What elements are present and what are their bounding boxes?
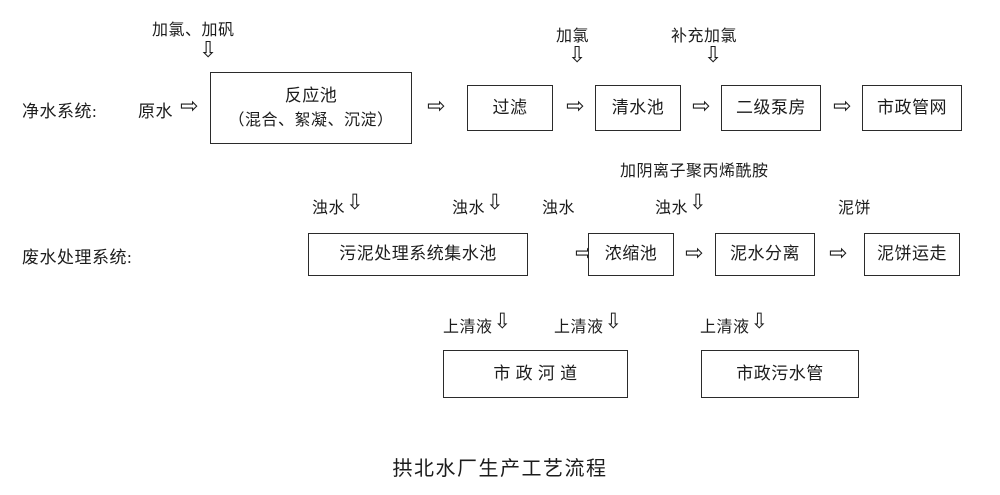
- node-sludge-water-separation-label: 泥水分离: [730, 244, 800, 264]
- node-filtration-label: 过滤: [492, 97, 528, 117]
- dose-label-anionic-polyacrylamide: 加阴离子聚丙烯酰胺: [620, 163, 769, 180]
- stream-label-supernatant-2: 上清液 ⇩: [554, 309, 623, 337]
- arrow-right-icon-thickening-to-separation: ⇨: [685, 241, 704, 266]
- node-secondary-pump-house-label: 二级泵房: [736, 97, 806, 117]
- node-reaction-tank-line2: （混合、絮凝、沉淀）: [228, 111, 394, 129]
- stream-label-turbid-water-1: 浊水 ⇩: [312, 190, 365, 218]
- stream-label-turbid-water-4-text: 浊水: [655, 200, 689, 217]
- stream-label-turbid-water-4: 浊水 ⇩: [655, 190, 708, 218]
- arrow-down-icon-turbid-water-1: ⇩: [346, 190, 365, 214]
- diagram-title: 拱北水厂生产工艺流程: [392, 458, 608, 480]
- stream-label-supernatant-3-text: 上清液: [700, 319, 750, 336]
- node-municipal-sewer-label: 市政污水管: [736, 363, 824, 383]
- stream-label-turbid-water-3: 浊水: [542, 200, 576, 217]
- arrow-down-icon-chlorine: ⇩: [568, 43, 587, 68]
- stream-label-turbid-water-2: 浊水 ⇩: [452, 190, 505, 218]
- arrow-down-icon-supernatant-1: ⇩: [493, 309, 512, 333]
- node-clear-water-tank-label: 清水池: [611, 97, 665, 117]
- row-label-waste-water-system: 废水处理系统:: [22, 248, 133, 267]
- arrow-right-icon-pump-to-network: ⇨: [833, 94, 852, 119]
- node-mud-cake-transport[interactable]: 泥饼运走: [864, 233, 960, 276]
- arrow-right-icon-reaction-to-filtration: ⇨: [427, 94, 446, 119]
- arrow-right-icon-separation-to-transport: ⇨: [829, 241, 848, 266]
- arrow-right-icon-raw-water: ⇨: [180, 94, 199, 119]
- node-municipal-river[interactable]: 市 政 河 道: [443, 350, 628, 398]
- stream-label-supernatant-3: 上清液 ⇩: [700, 309, 769, 337]
- dose-label-chlorine-alum: 加氯、加矾: [152, 22, 235, 39]
- node-secondary-pump-house[interactable]: 二级泵房: [721, 85, 821, 131]
- node-sludge-collection-tank-label: 污泥处理系统集水池: [339, 244, 497, 264]
- node-municipal-pipe-network[interactable]: 市政管网: [862, 85, 962, 131]
- input-label-raw-water: 原水: [138, 102, 173, 121]
- node-reaction-tank[interactable]: 反应池 （混合、絮凝、沉淀）: [210, 72, 412, 144]
- node-sludge-water-separation[interactable]: 泥水分离: [715, 233, 815, 276]
- node-sludge-collection-tank[interactable]: 污泥处理系统集水池: [308, 233, 528, 276]
- arrow-right-icon-clear-water-to-pump: ⇨: [692, 94, 711, 119]
- arrow-down-icon-turbid-water-2: ⇩: [486, 190, 505, 214]
- stream-label-supernatant-2-text: 上清液: [554, 319, 604, 336]
- node-thickening-tank[interactable]: 浓缩池: [588, 233, 674, 276]
- arrow-down-icon-supplemental-chlorine: ⇩: [704, 43, 723, 68]
- node-municipal-sewer[interactable]: 市政污水管: [701, 350, 859, 398]
- node-municipal-pipe-network-label: 市政管网: [877, 97, 947, 117]
- arrow-down-icon-chlorine-alum: ⇩: [199, 38, 218, 63]
- stream-label-turbid-water-2-text: 浊水: [452, 200, 486, 217]
- stream-label-turbid-water-1-text: 浊水: [312, 200, 346, 217]
- dose-label-chlorine: 加氯: [556, 28, 590, 45]
- node-filtration[interactable]: 过滤: [467, 85, 553, 131]
- node-reaction-tank-line1: 反应池: [284, 86, 338, 106]
- stream-label-mud-cake: 泥饼: [838, 200, 872, 217]
- arrow-right-icon-filtration-to-clear-water: ⇨: [566, 94, 585, 119]
- stream-label-supernatant-1-text: 上清液: [443, 319, 493, 336]
- row-label-clean-water-system: 净水系统:: [22, 102, 98, 121]
- dose-label-supplemental-chlorine: 补充加氯: [671, 28, 738, 45]
- node-mud-cake-transport-label: 泥饼运走: [877, 244, 947, 264]
- node-thickening-tank-label: 浓缩池: [604, 244, 658, 264]
- arrow-down-icon-supernatant-3: ⇩: [750, 309, 769, 333]
- arrow-down-icon-supernatant-2: ⇩: [604, 309, 623, 333]
- arrow-down-icon-turbid-water-4: ⇩: [689, 190, 708, 214]
- stream-label-supernatant-1: 上清液 ⇩: [443, 309, 512, 337]
- node-municipal-river-label: 市 政 河 道: [493, 363, 578, 383]
- node-clear-water-tank[interactable]: 清水池: [595, 85, 681, 131]
